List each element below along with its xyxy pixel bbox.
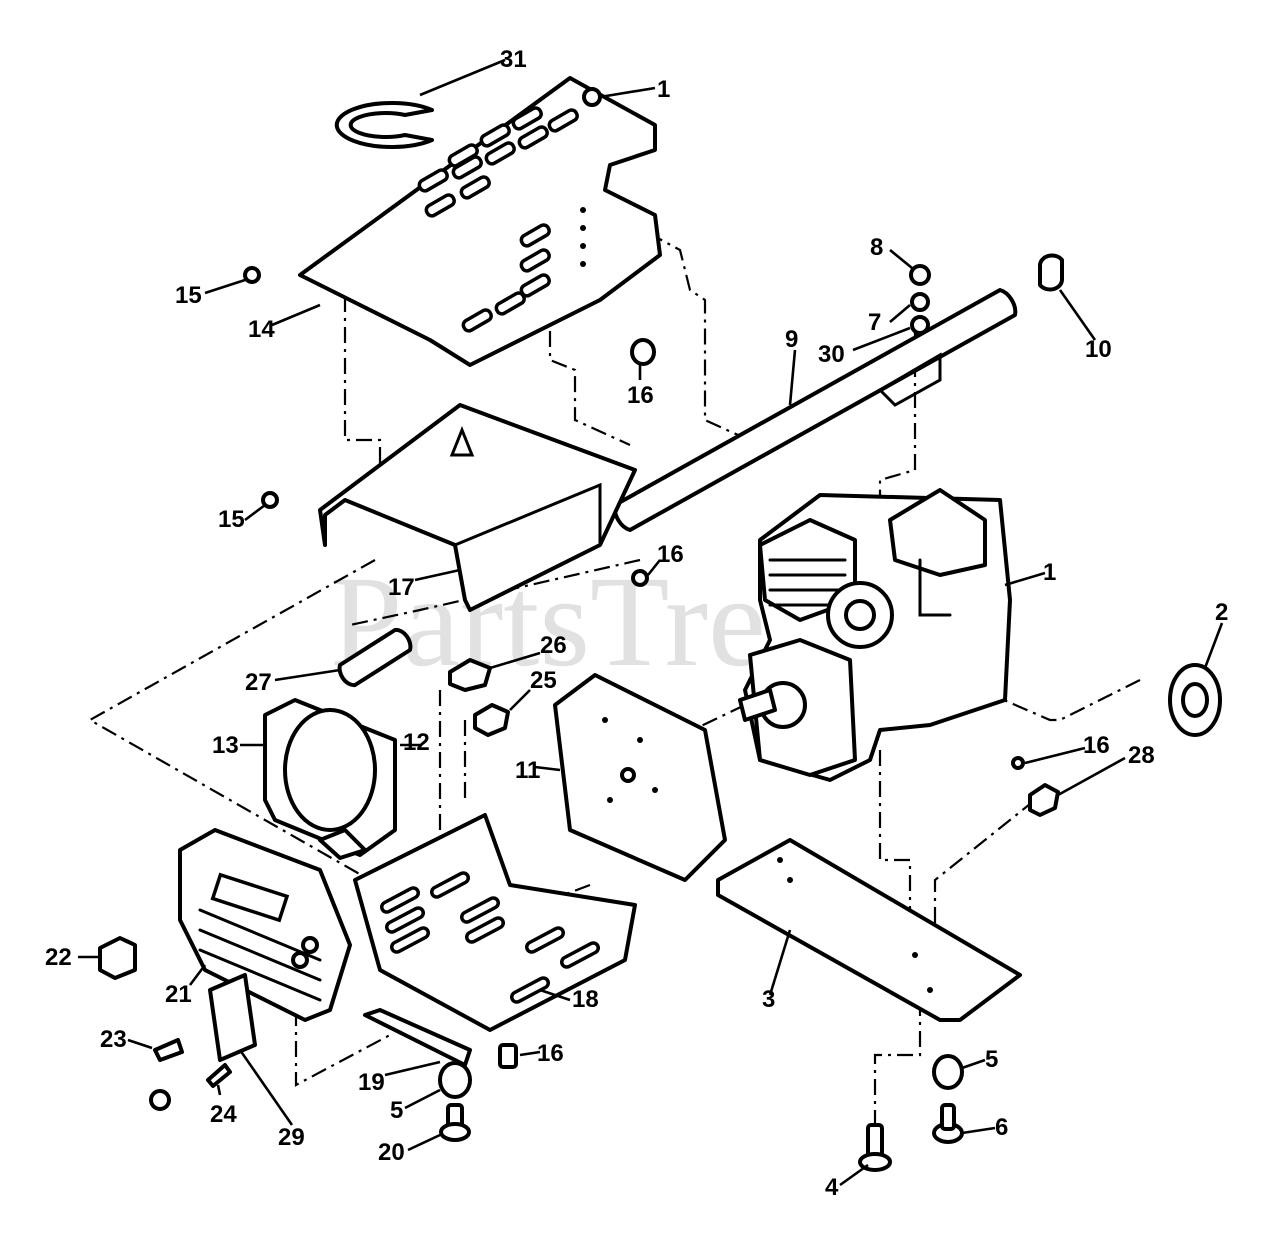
callout-16-right: 16 xyxy=(1083,732,1110,759)
part-9-handle-tube xyxy=(612,288,1018,532)
part-17-belt-guard xyxy=(318,403,637,612)
watermark-text: PartsTree xyxy=(330,550,824,694)
callout-16-top: 16 xyxy=(627,382,654,409)
callout-7: 7 xyxy=(868,309,881,336)
callout-11: 11 xyxy=(515,757,540,784)
part-28-latch xyxy=(1028,783,1060,817)
leader-lines xyxy=(78,58,1224,1187)
fasteners xyxy=(149,87,1025,1172)
callout-4: 4 xyxy=(825,1174,839,1201)
callout-1-engine: 1 xyxy=(1043,559,1056,586)
callout-24: 24 xyxy=(210,1101,237,1128)
part-25-switch xyxy=(473,703,510,737)
callout-23: 23 xyxy=(100,1026,127,1053)
callout-18: 18 xyxy=(572,986,599,1013)
part-21-front-grille xyxy=(178,828,352,1022)
callout-2: 2 xyxy=(1215,599,1228,626)
part-13-12-bearing-housing xyxy=(263,698,397,860)
callout-3: 3 xyxy=(762,986,775,1013)
callout-25: 25 xyxy=(530,667,557,694)
callout-22: 22 xyxy=(45,944,72,971)
callout-5-right: 5 xyxy=(985,1046,998,1073)
callout-19: 19 xyxy=(358,1069,385,1096)
part-31-clip-ring xyxy=(334,101,434,149)
callout-21: 21 xyxy=(165,981,192,1008)
part-26-switch xyxy=(448,658,492,692)
callout-12: 12 xyxy=(403,729,430,756)
callout-14: 14 xyxy=(248,316,275,343)
part-29-bracket xyxy=(208,973,257,1062)
callout-15-mid: 15 xyxy=(218,506,245,533)
callout-31: 31 xyxy=(500,46,527,73)
callout-13: 13 xyxy=(212,732,239,759)
callout-20: 20 xyxy=(378,1139,405,1166)
callout-30: 30 xyxy=(818,341,845,368)
part-3-engine-base-plate xyxy=(716,838,1022,1022)
callout-15-top: 15 xyxy=(175,282,202,309)
callout-6: 6 xyxy=(995,1114,1008,1141)
part-14-top-shroud xyxy=(298,76,662,367)
callout-28: 28 xyxy=(1128,742,1155,769)
callout-5-left: 5 xyxy=(390,1097,403,1124)
part-10-tube-cap xyxy=(1038,253,1064,292)
callout-16-mid: 16 xyxy=(657,541,684,568)
callout-29: 29 xyxy=(278,1124,305,1151)
callout-27: 27 xyxy=(245,669,272,696)
part-19-skid-strip xyxy=(363,1008,472,1067)
callout-10: 10 xyxy=(1085,336,1112,363)
callout-labels: 31 1 15 14 16 8 7 30 9 10 15 16 17 1 2 2… xyxy=(45,46,1228,1201)
callout-8: 8 xyxy=(870,234,883,261)
part-1-engine xyxy=(738,488,1012,782)
part-2-pulley xyxy=(1168,663,1222,737)
callout-17: 17 xyxy=(388,574,415,601)
callout-1-top: 1 xyxy=(657,76,670,103)
part-22-outlet xyxy=(98,936,137,980)
part-27-fitting xyxy=(337,627,413,688)
part-11-mounting-plate xyxy=(553,673,727,882)
part-18-base-tray xyxy=(353,813,637,1032)
callout-16-bottom: 16 xyxy=(537,1040,564,1067)
callout-26: 26 xyxy=(540,632,567,659)
callout-9: 9 xyxy=(785,326,798,353)
